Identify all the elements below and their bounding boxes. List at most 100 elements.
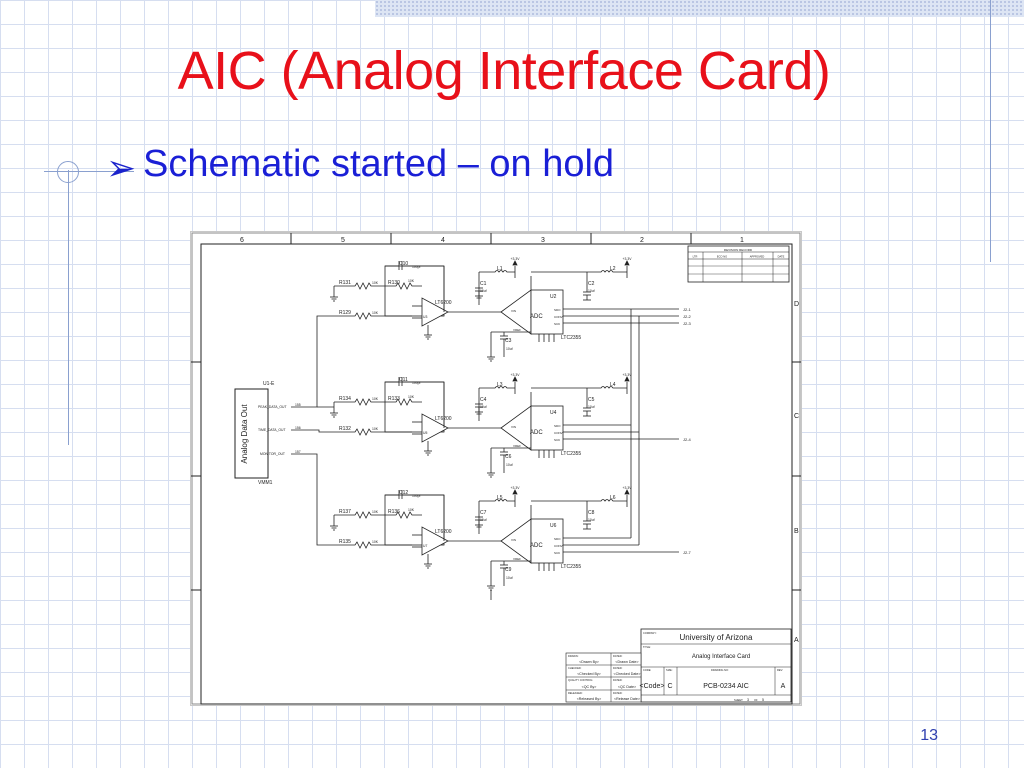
channel-1: C10 100pf R131 10K R130 10K R129 10K U3 … [330, 257, 692, 362]
schematic-inner-frame [200, 243, 793, 705]
component-label: R133 [388, 396, 400, 402]
net-label: J2-4 [683, 437, 692, 442]
component-label: C5 [588, 397, 595, 403]
component-value: 10uf [506, 463, 513, 467]
component-label: C12 [399, 490, 408, 496]
component-label: C2 [588, 281, 595, 287]
released-date: <Release Date> [614, 697, 640, 701]
channel-3: C12 100pf R137 10K R136 10K R135 10K U7 … [330, 486, 692, 591]
title-block-label: CHECKED: [568, 666, 582, 670]
qc-date: <QC Date> [618, 685, 636, 689]
component-value: 10K [372, 427, 379, 431]
checked-date: <Checked Date> [614, 672, 641, 676]
size-value: C [667, 683, 672, 690]
pin-label: CONV [554, 315, 563, 319]
row-label: D [794, 301, 799, 308]
drawn-date: <Drawn Date> [615, 660, 638, 664]
slide-title: AIC (Analog Interface Card) [177, 41, 831, 101]
schematic-drawing: 6 5 4 3 2 1 D C B A D C B A REVISION REC… [181, 232, 811, 705]
component-label: R132 [339, 426, 351, 432]
component-label: C10 [399, 261, 408, 267]
component-value: 10uf [588, 405, 595, 409]
column-label: 5 [341, 237, 345, 244]
component-label: U5 [423, 431, 427, 435]
title-block-label: REV: [777, 668, 783, 672]
connector-ref: U1-E [263, 381, 275, 387]
connector-pin-num: 155 [295, 403, 301, 407]
released-by: <Released By> [577, 697, 602, 701]
component-label: C8 [588, 510, 595, 516]
component-label: C7 [480, 510, 487, 516]
connector-pin: MONITOR_OUT [260, 452, 285, 456]
column-label: 3 [541, 237, 545, 244]
component-label: ADC [530, 314, 543, 320]
arrow-right-icon: ➢ [106, 148, 137, 189]
component-label: ADC [530, 543, 543, 549]
shared-buses [490, 309, 640, 600]
component-value: 100pf [412, 265, 421, 269]
title-block-label: DRAWN: [568, 654, 579, 658]
component-label: R130 [388, 280, 400, 286]
decorative-circle [57, 161, 79, 183]
connector-pin: TIME_DATA_OUT [258, 428, 286, 432]
component-label: C11 [399, 377, 408, 383]
component-value: 10uf [480, 405, 487, 409]
drawing-number: PCB-0234 AIC [703, 683, 749, 690]
connector-label: Analog Data Out [240, 404, 249, 464]
pin-label: VREF [513, 557, 521, 561]
component-label: C3 [505, 338, 512, 344]
column-label: 6 [240, 237, 244, 244]
power-rail: +3.3V [511, 486, 521, 490]
net-label: J2-7 [683, 550, 692, 555]
title-block-label: SHEET: [734, 698, 743, 702]
net-label: J2-3 [683, 321, 692, 326]
pin-label: SCK [554, 322, 560, 326]
header-decoration-band [375, 0, 1024, 17]
drawing-title: Analog Interface Card [692, 654, 750, 660]
revision-header: REVISION RECORD [724, 248, 753, 252]
component-value: 100pf [412, 494, 421, 498]
qc-by: <QC By> [582, 685, 597, 689]
pin-label: SDO [554, 537, 561, 541]
component-label: C6 [505, 454, 512, 460]
component-value: 10uf [588, 289, 595, 293]
component-part: LT6200 [435, 300, 452, 306]
column-label: 4 [441, 237, 445, 244]
component-label: L6 [610, 495, 616, 501]
component-value: 10K [372, 540, 379, 544]
pin-label: CONV [554, 544, 563, 548]
power-rail: +3.3V [511, 373, 521, 377]
component-label: L3 [497, 382, 503, 388]
component-label: R129 [339, 310, 351, 316]
component-label: R131 [339, 280, 351, 286]
drawn-by: <Drawn By> [579, 660, 599, 664]
power-rail: +3.3V [511, 257, 521, 261]
component-value: 10K [372, 281, 379, 285]
channel-2: C11 100pf R134 10K R133 10K R132 10K U5 … [330, 373, 692, 478]
component-part: LT6200 [435, 416, 452, 422]
component-label: U2 [550, 294, 557, 300]
component-value: 10K [408, 508, 415, 512]
component-value: 10K [408, 279, 415, 283]
pin-label: VIN [511, 538, 516, 542]
column-label: 2 [640, 237, 644, 244]
component-part: LTC2355 [561, 451, 581, 457]
revision-col: APPROVED [750, 255, 765, 259]
component-label: ADC [530, 430, 543, 436]
component-label: R134 [339, 396, 351, 402]
power-rail: +3.3V [623, 373, 633, 377]
title-block-label: SIZE: [666, 668, 673, 672]
component-label: U6 [550, 523, 557, 529]
decorative-vertical-line-right [990, 0, 991, 262]
component-label: U4 [550, 410, 557, 416]
component-label: R136 [388, 509, 400, 515]
component-value: 10K [408, 395, 415, 399]
row-label: C [794, 413, 799, 420]
row-label: A [794, 637, 799, 644]
component-value: 10K [372, 397, 379, 401]
title-block-label: DATED: [613, 691, 623, 695]
component-label: L5 [497, 495, 503, 501]
pin-label: SCK [554, 551, 560, 555]
pin-label: VREF [513, 444, 521, 448]
column-ticks [290, 233, 692, 244]
